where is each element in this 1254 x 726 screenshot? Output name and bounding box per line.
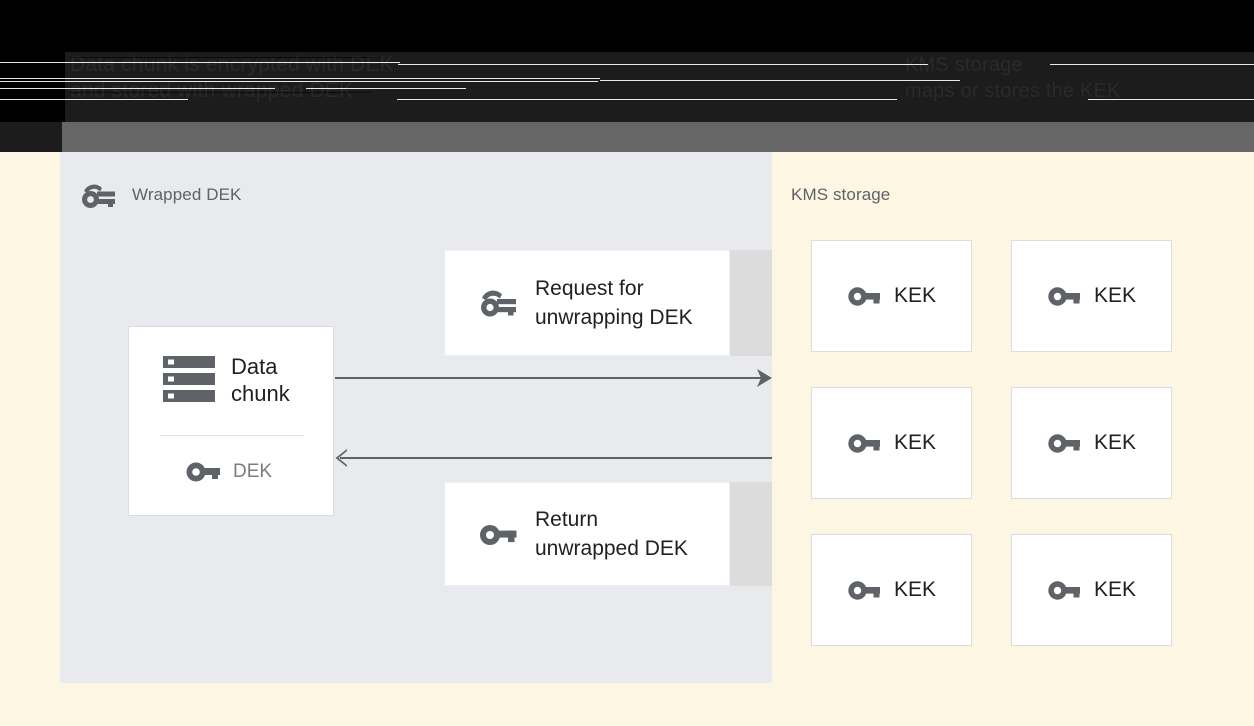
wrapped-key-icon: [78, 180, 118, 210]
kek-label: KEK: [1093, 578, 1137, 601]
data-chunk-divider: [160, 435, 304, 436]
kek-label: KEK: [893, 431, 937, 454]
data-chunk-card[interactable]: Data chunk DEK: [128, 326, 334, 516]
arrow-right-head-icon: [756, 369, 772, 387]
kek-card[interactable]: KEK: [1011, 387, 1172, 499]
data-chunk-label: Data chunk: [231, 354, 290, 406]
header-streak: [70, 57, 380, 58]
request-unwrapping-card[interactable]: Request for unwrapping DEK: [444, 250, 730, 356]
key-icon: [847, 431, 881, 456]
header-dark-tab: [0, 122, 62, 152]
arrow-left-head-icon: [334, 449, 350, 467]
header-streak: [0, 81, 598, 82]
return-strip: [730, 482, 772, 586]
kek-card[interactable]: KEK: [811, 534, 972, 646]
kek-card[interactable]: KEK: [1011, 534, 1172, 646]
wrapped-key-icon: [477, 286, 519, 320]
request-unwrapping-label: Request for unwrapping DEK: [535, 277, 693, 329]
header-streak: [70, 92, 370, 93]
header-streak: [0, 62, 400, 63]
key-icon: [1047, 578, 1081, 603]
key-icon: [477, 517, 519, 551]
header-streak: [397, 99, 897, 100]
kek-label: KEK: [893, 578, 937, 601]
header-streak: [600, 80, 960, 81]
header-black-tab: [0, 52, 65, 122]
dek-label: DEK: [233, 461, 273, 482]
key-icon: [185, 459, 221, 485]
return-arrow: [340, 457, 772, 459]
kek-card-grid: KEK KEK KEK: [811, 240, 1173, 646]
kek-label: KEK: [1093, 284, 1137, 307]
key-icon: [847, 284, 881, 309]
header-gray-band: [0, 122, 1254, 152]
header-left-caption: Data chunk is encrypted with DEK and sto…: [70, 53, 394, 102]
header-streak: [0, 88, 275, 89]
kek-label: KEK: [1093, 431, 1137, 454]
kek-card[interactable]: KEK: [1011, 240, 1172, 352]
kek-label: KEK: [893, 284, 937, 307]
request-strip: [730, 250, 772, 356]
key-icon: [847, 578, 881, 603]
wrapped-dek-panel-title: Wrapped DEK: [132, 185, 242, 204]
return-unwrapped-card[interactable]: Return unwrapped DEK: [444, 482, 730, 586]
header-streak: [1050, 64, 1254, 65]
header-right-caption: KMS storage maps or stores the KEK: [905, 54, 1121, 102]
header-black-band: [0, 0, 1254, 52]
header-dark-band: [0, 52, 1254, 122]
server-storage-icon: [161, 354, 217, 406]
key-icon: [1047, 284, 1081, 309]
key-icon: [1047, 431, 1081, 456]
request-arrow: [335, 377, 767, 379]
header-streak: [0, 99, 188, 100]
return-unwrapped-label: Return unwrapped DEK: [535, 508, 688, 560]
kek-card[interactable]: KEK: [811, 387, 972, 499]
kms-storage-panel-title: KMS storage: [791, 185, 891, 204]
header-streak: [398, 64, 928, 65]
header-streak: [1088, 99, 1254, 100]
header-streak: [0, 78, 600, 79]
header-streak: [306, 88, 466, 89]
kek-card[interactable]: KEK: [811, 240, 972, 352]
